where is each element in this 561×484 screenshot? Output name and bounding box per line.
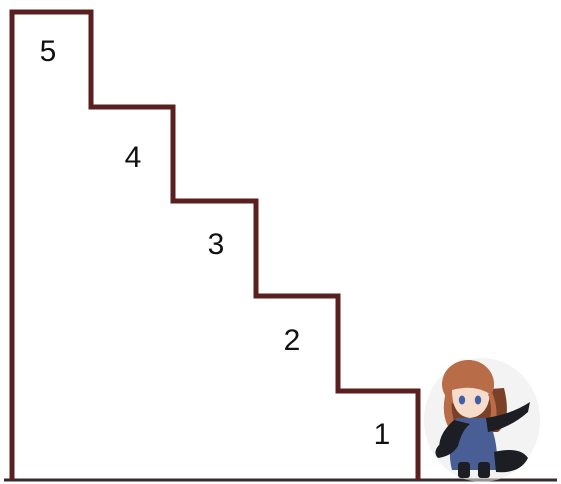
step-label-3: 3 — [208, 228, 225, 261]
chibi-girl-character-icon — [424, 358, 540, 482]
step-label-1: 1 — [374, 418, 391, 451]
step-label-2: 2 — [284, 324, 301, 357]
step-label-4: 4 — [125, 141, 142, 174]
step-label-5: 5 — [40, 35, 57, 68]
